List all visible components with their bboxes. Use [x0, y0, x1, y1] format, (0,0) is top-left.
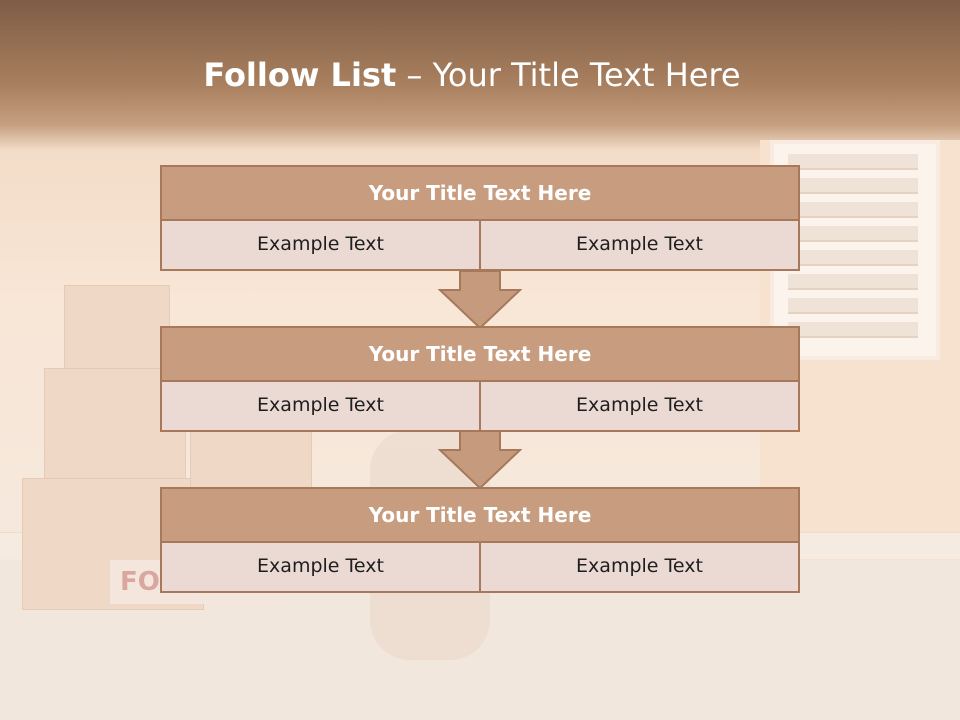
- step-title: Your Title Text Here: [160, 165, 800, 221]
- down-arrow-icon: [438, 430, 522, 490]
- step-cell: Example Text: [481, 221, 800, 271]
- list-step-1: Your Title Text Here Example Text Exampl…: [160, 165, 800, 271]
- background-box: [64, 285, 170, 369]
- list-step-2: Your Title Text Here Example Text Exampl…: [160, 326, 800, 432]
- step-title: Your Title Text Here: [160, 326, 800, 382]
- step-cell: Example Text: [481, 382, 800, 432]
- step-title: Your Title Text Here: [160, 487, 800, 543]
- step-cell: Example Text: [160, 221, 481, 271]
- step-cell: Example Text: [481, 543, 800, 593]
- list-step-3: Your Title Text Here Example Text Exampl…: [160, 487, 800, 593]
- slide-title: Follow List – Your Title Text Here: [0, 56, 944, 94]
- down-arrow-icon: [438, 270, 522, 330]
- step-cell: Example Text: [160, 543, 481, 593]
- step-cell: Example Text: [160, 382, 481, 432]
- title-bold: Follow List: [203, 56, 397, 94]
- title-rest: – Your Title Text Here: [406, 56, 741, 94]
